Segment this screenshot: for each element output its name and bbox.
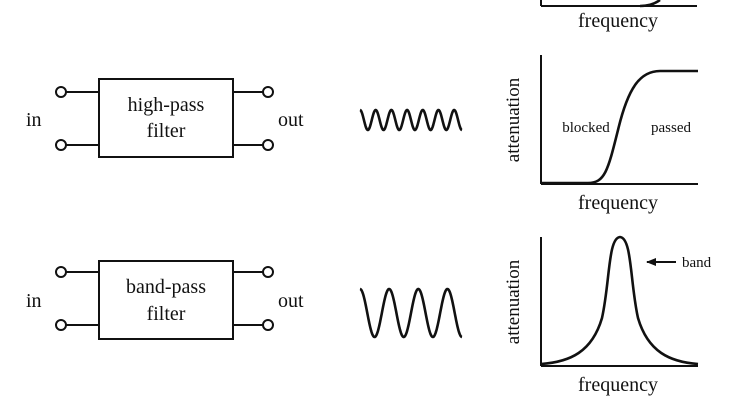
highpass-row: in high-pass filter out blocked passed a… [26, 55, 698, 214]
bandpass-filter-label-line2: filter [147, 303, 186, 325]
bandpass-out-label: out [278, 290, 304, 312]
highpass-out-label: out [278, 109, 304, 131]
highpass-response-curve [541, 69, 698, 185]
highpass-input-terminal-top [55, 86, 67, 98]
bandpass-input-terminal-bottom [55, 319, 67, 331]
bandpass-filter-label-line1: band-pass [126, 276, 206, 298]
highpass-passed-label: passed [651, 120, 691, 136]
highpass-filter-label-line2: filter [147, 120, 186, 142]
bandpass-graph-x-label: frequency [578, 374, 658, 396]
bandpass-filter-box [98, 260, 234, 340]
highpass-signal-wave [359, 108, 463, 132]
highpass-output-terminal-bottom [262, 139, 274, 151]
bandpass-signal-wave [359, 287, 463, 339]
highpass-in-label: in [26, 109, 42, 131]
bandpass-input-terminal-top [55, 266, 67, 278]
highpass-output-terminal-top [262, 86, 274, 98]
highpass-blocked-label: blocked [562, 120, 610, 136]
highpass-graph-x-label: frequency [578, 192, 658, 214]
highpass-input-terminal-bottom [55, 139, 67, 151]
bandpass-row: in band-pass filter out band attenuation… [26, 235, 712, 396]
top-graph-curve-fragment [639, 0, 661, 8]
highpass-filter-box [98, 78, 234, 158]
top-partial-graph: frequency [540, 0, 697, 32]
bandpass-graph-y-label: attenuation [503, 259, 524, 344]
bandpass-response-curve [540, 235, 699, 366]
bandpass-output-terminal-top [262, 266, 274, 278]
bandpass-band-label: band [682, 255, 712, 271]
bandpass-output-terminal-bottom [262, 319, 274, 331]
bandpass-in-label: in [26, 290, 42, 312]
highpass-filter-label-line1: high-pass [128, 94, 205, 116]
top-graph-x-label: frequency [578, 10, 658, 32]
highpass-graph-y-label: attenuation [503, 77, 524, 162]
